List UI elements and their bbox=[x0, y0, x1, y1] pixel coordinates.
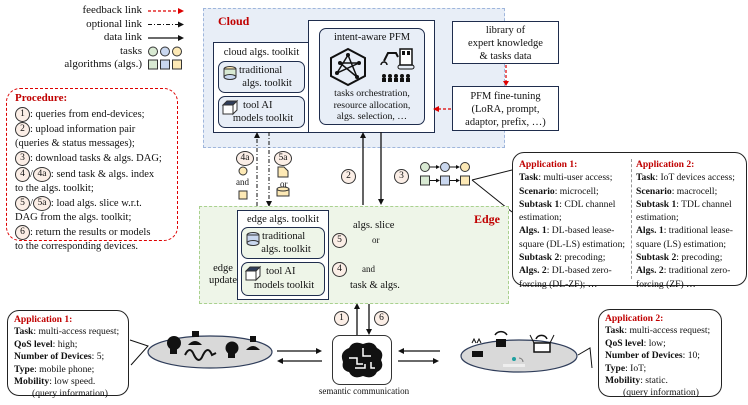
feedback-finetune-to-pfm bbox=[433, 106, 451, 112]
procedure-box: Procedure: 1: queries from end-devices; … bbox=[6, 88, 178, 252]
expert-knowledge-library[interactable]: library of expert knowledge & tasks data bbox=[452, 21, 559, 64]
cloud-label: Cloud bbox=[218, 14, 250, 28]
link-semantic-to-left bbox=[277, 358, 322, 364]
task-algs-label: task & algs. bbox=[350, 280, 400, 291]
robot-arm-icon bbox=[380, 48, 415, 82]
step-badge-2: 2 bbox=[341, 169, 356, 184]
task-circle-yellow bbox=[172, 46, 182, 57]
legend-label-data: data link bbox=[103, 31, 142, 43]
iot-router-icon bbox=[494, 330, 508, 347]
legend-label-tasks: tasks bbox=[120, 44, 142, 57]
step-badge-4a: 4a bbox=[236, 151, 254, 166]
database-icon-5a bbox=[276, 186, 290, 197]
and-label-edge: and bbox=[362, 264, 375, 274]
edge-update-label: edge update bbox=[209, 263, 237, 286]
step-badge-3: 3 bbox=[394, 169, 409, 184]
step-badge-1: 1 bbox=[334, 311, 349, 326]
cloud-tool-ai-toolkit[interactable]: tool AI models toolkit bbox=[218, 96, 305, 128]
query-info-app2: Application 2: Task: multi-access reques… bbox=[598, 309, 722, 398]
intent-aware-pfm[interactable]: intent-aware PFM tasks orchestration, re… bbox=[319, 28, 425, 125]
task-icon-4a bbox=[238, 166, 248, 176]
procedure-step-5: 5/5a: load algs. slice w.r.t. bbox=[15, 195, 177, 211]
database-icon bbox=[246, 232, 260, 246]
alg-square-yellow bbox=[172, 59, 182, 70]
link-right-to-semantic bbox=[398, 348, 440, 354]
iot-device-icon-1 bbox=[471, 337, 483, 357]
edge-algs-toolkit: edge algs. toolkit traditional algs. too… bbox=[237, 210, 329, 300]
app2-details: Application 2: Task: IoT devices access;… bbox=[636, 159, 735, 290]
app-divider bbox=[631, 159, 632, 279]
step-badge-5a: 5a bbox=[274, 151, 292, 166]
procedure-step-3: 3: download tasks & algs. DAG; bbox=[15, 151, 177, 167]
alg-square-green bbox=[148, 59, 158, 70]
step-badge-6: 6 bbox=[374, 311, 389, 326]
iot-sensor-icon bbox=[503, 357, 525, 367]
box-icon bbox=[244, 265, 262, 282]
pfm-container: intent-aware PFM tasks orchestration, re… bbox=[308, 20, 435, 133]
signal-wave bbox=[184, 349, 217, 361]
optional-link-5a bbox=[266, 132, 272, 207]
alg-square-blue bbox=[160, 59, 170, 70]
pfm-title: intent-aware PFM bbox=[333, 32, 411, 43]
alg-icon-4a bbox=[238, 190, 248, 200]
procedure-step-4: 4/4a: send task & algs. index bbox=[15, 166, 177, 182]
edge-label: Edge bbox=[473, 212, 500, 226]
user-device-icon-2 bbox=[246, 336, 260, 350]
query-info-app1: Application 1: Task: multi-access reques… bbox=[7, 310, 129, 399]
step-badge-5: 5 bbox=[332, 233, 347, 248]
or-label-edge: or bbox=[372, 235, 380, 245]
procedure-step-1: 1: queries from end-devices; bbox=[15, 107, 177, 122]
edge-tool-ai-toolkit[interactable]: tool AI models toolkit bbox=[241, 262, 325, 296]
semantic-communication-box[interactable] bbox=[332, 335, 392, 385]
user-head-icon bbox=[167, 336, 181, 354]
procedure-step-2: 2: upload information pair bbox=[15, 122, 177, 138]
legend-label-optional: optional link bbox=[86, 17, 142, 30]
data-link-3-down bbox=[378, 132, 384, 205]
box-icon bbox=[221, 99, 239, 116]
neural-network-icon bbox=[330, 47, 366, 87]
query1-callout bbox=[129, 339, 149, 366]
data-link-arrow bbox=[148, 35, 184, 41]
feedback-library-to-finetune bbox=[503, 65, 509, 86]
alg-slice-icon-5a bbox=[277, 166, 289, 178]
iot-camera-icon bbox=[529, 334, 555, 353]
step-badge-4: 4 bbox=[332, 262, 347, 277]
or-label-5a: or bbox=[280, 179, 288, 189]
optional-link-arrow bbox=[148, 21, 184, 28]
cloud-algs-toolkit: cloud algs. toolkit traditional algs. to… bbox=[213, 42, 310, 133]
data-link-2-up bbox=[360, 132, 366, 205]
procedure-step-6: 6: return the results or models bbox=[15, 225, 177, 241]
cloud-traditional-toolkit[interactable]: traditional algs. toolkit bbox=[218, 61, 305, 93]
semantic-communication-label: semantic communication bbox=[318, 386, 410, 396]
legend-label-feedback: feedback link bbox=[82, 4, 142, 16]
tasks-algs-dag bbox=[420, 162, 470, 186]
link-left-to-semantic bbox=[277, 348, 322, 354]
data-link-1-up bbox=[354, 303, 360, 335]
link-semantic-to-right bbox=[398, 358, 439, 364]
application-details-bubble: Application 1: Task: multi-user access; … bbox=[512, 152, 747, 290]
algs-slice-label: algs. slice bbox=[353, 220, 395, 231]
procedure-title: Procedure: bbox=[15, 92, 68, 104]
user-head-icon-2 bbox=[225, 341, 239, 358]
task-circle-green bbox=[148, 46, 158, 57]
feedback-link-arrow bbox=[148, 8, 184, 14]
user-device-icon bbox=[188, 331, 202, 345]
app1-details: Application 1: Task: multi-user access; … bbox=[519, 159, 626, 290]
pfm-fine-tuning[interactable]: PFM fine-tuning (LoRA, prompt, adaptor, … bbox=[452, 86, 559, 131]
task-circle-blue bbox=[160, 46, 170, 57]
edge-traditional-toolkit[interactable]: traditional algs. toolkit bbox=[241, 227, 325, 259]
brain-icon bbox=[341, 342, 383, 378]
optional-link-4a bbox=[254, 132, 260, 215]
database-icon bbox=[223, 66, 237, 80]
data-link-6-down bbox=[366, 303, 372, 335]
query2-callout bbox=[577, 347, 593, 369]
and-label-4a: and bbox=[236, 177, 249, 187]
legend-label-algs: algorithms (algs.) bbox=[64, 58, 142, 70]
